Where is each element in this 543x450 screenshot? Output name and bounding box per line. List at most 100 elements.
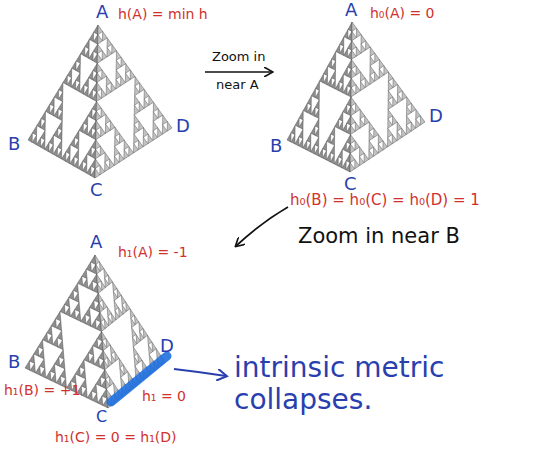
- fractal-cell: [369, 141, 374, 150]
- fractal-cell: [115, 127, 120, 137]
- fractal-cell: [132, 337, 136, 347]
- fractal-cell: [351, 60, 356, 69]
- fractal-cell: [58, 340, 63, 350]
- fractal-cell: [91, 168, 95, 178]
- fractal-cell: [107, 38, 112, 48]
- fractal-cell: [338, 159, 342, 168]
- fractal-cell: [303, 103, 307, 112]
- fractal-cell: [347, 125, 351, 134]
- fractal-cell: [375, 53, 380, 62]
- fractal-cell: [347, 69, 351, 78]
- fractal-cell: [343, 86, 347, 95]
- fractal-cell: [352, 22, 357, 31]
- fractal-cell: [106, 379, 110, 389]
- fractal-cell: [307, 96, 311, 105]
- fractal-cell: [330, 145, 334, 154]
- step-note: near A: [216, 78, 259, 93]
- fractal-cell: [311, 88, 315, 97]
- fractal-cell: [96, 265, 100, 275]
- fractal-cell: [139, 83, 144, 93]
- height-note: h₁ = 0: [142, 388, 186, 404]
- fractal-cell: [97, 73, 102, 83]
- height-note: h₁(C) = 0 = h₁(D): [55, 429, 177, 445]
- fractal-cell: [351, 97, 356, 106]
- fractal-cell: [331, 127, 335, 136]
- fractal-cell: [98, 35, 103, 45]
- fractal-cell: [57, 331, 62, 341]
- fractal-cell: [407, 97, 412, 106]
- fractal-cell: [355, 160, 360, 169]
- fractal-cell: [365, 116, 370, 125]
- fractal-cell: [87, 391, 92, 401]
- fractal-cell: [370, 75, 375, 84]
- fractal-cell: [82, 164, 86, 174]
- fractal-cell: [373, 147, 378, 156]
- fractal-cell: [112, 44, 117, 54]
- fractal-cell: [76, 312, 81, 322]
- fractal-cell: [343, 123, 347, 132]
- fractal-cell: [102, 51, 107, 61]
- fractal-cell: [384, 66, 389, 75]
- fractal-cell: [98, 25, 103, 35]
- fractal-cell: [96, 140, 101, 150]
- fractal-cell: [93, 44, 97, 54]
- fractal-cell: [126, 64, 131, 74]
- fractal-cell: [104, 360, 108, 370]
- fractal-cell: [116, 79, 121, 89]
- fractal-cell: [92, 121, 96, 131]
- fractal-cell: [327, 134, 331, 143]
- fractal-cell: [54, 109, 58, 119]
- vertex-label: B: [270, 136, 282, 157]
- fractal-cell: [105, 124, 110, 134]
- fractal-cell: [121, 57, 126, 67]
- zoom-arrow: [236, 207, 288, 246]
- fractal-cell: [102, 31, 107, 41]
- fractal-cell: [110, 345, 114, 355]
- fractal-cell: [85, 49, 89, 59]
- fractal-cell: [299, 120, 303, 129]
- fractal-cell: [29, 354, 34, 364]
- fractal-cell: [148, 335, 152, 345]
- fractal-cell: [388, 72, 393, 81]
- fractal-cell: [89, 355, 94, 365]
- fractal-cell: [352, 31, 357, 40]
- fractal-cell: [89, 70, 93, 80]
- fractal-cell: [103, 351, 107, 361]
- fractal-cell: [152, 342, 156, 352]
- fractal-cell: [101, 108, 106, 118]
- fractal-cell: [339, 112, 343, 121]
- fractal-cell: [416, 119, 421, 128]
- fractal-cell: [99, 262, 103, 272]
- fractal-cell: [124, 140, 129, 150]
- fractal-cell: [100, 312, 104, 322]
- fractal-cell: [397, 131, 402, 140]
- fractal-cell: [348, 22, 352, 31]
- fractal-cell: [351, 125, 356, 134]
- fractal-cell: [119, 153, 124, 163]
- fractal-cell: [374, 128, 379, 137]
- fractal-cell: [388, 91, 393, 100]
- fractal-cell: [65, 307, 70, 317]
- fractal-cell: [102, 70, 107, 80]
- fractal-cell: [327, 78, 331, 87]
- fractal-cell: [359, 156, 364, 165]
- fractal-cell: [106, 86, 111, 96]
- fractal-cell: [109, 159, 114, 169]
- fractal-cell: [364, 153, 369, 162]
- fractal-cell: [346, 135, 350, 144]
- fractal-cell: [113, 282, 117, 292]
- fractal-cell: [101, 281, 105, 291]
- fractal-cell: [76, 73, 80, 83]
- fractal-cell: [76, 82, 80, 92]
- fractal-cell: [351, 106, 356, 115]
- fractal-cell: [144, 99, 149, 109]
- vertex-label: A: [90, 232, 102, 253]
- fractal-cell: [80, 369, 85, 379]
- fractal-cell: [92, 111, 96, 121]
- fractal-cell: [60, 304, 65, 314]
- fractal-cell: [355, 122, 360, 131]
- fractal-cell: [73, 283, 78, 293]
- fractal-cell: [360, 119, 365, 128]
- fractal-cell: [370, 56, 375, 65]
- fractal-cell: [392, 116, 397, 125]
